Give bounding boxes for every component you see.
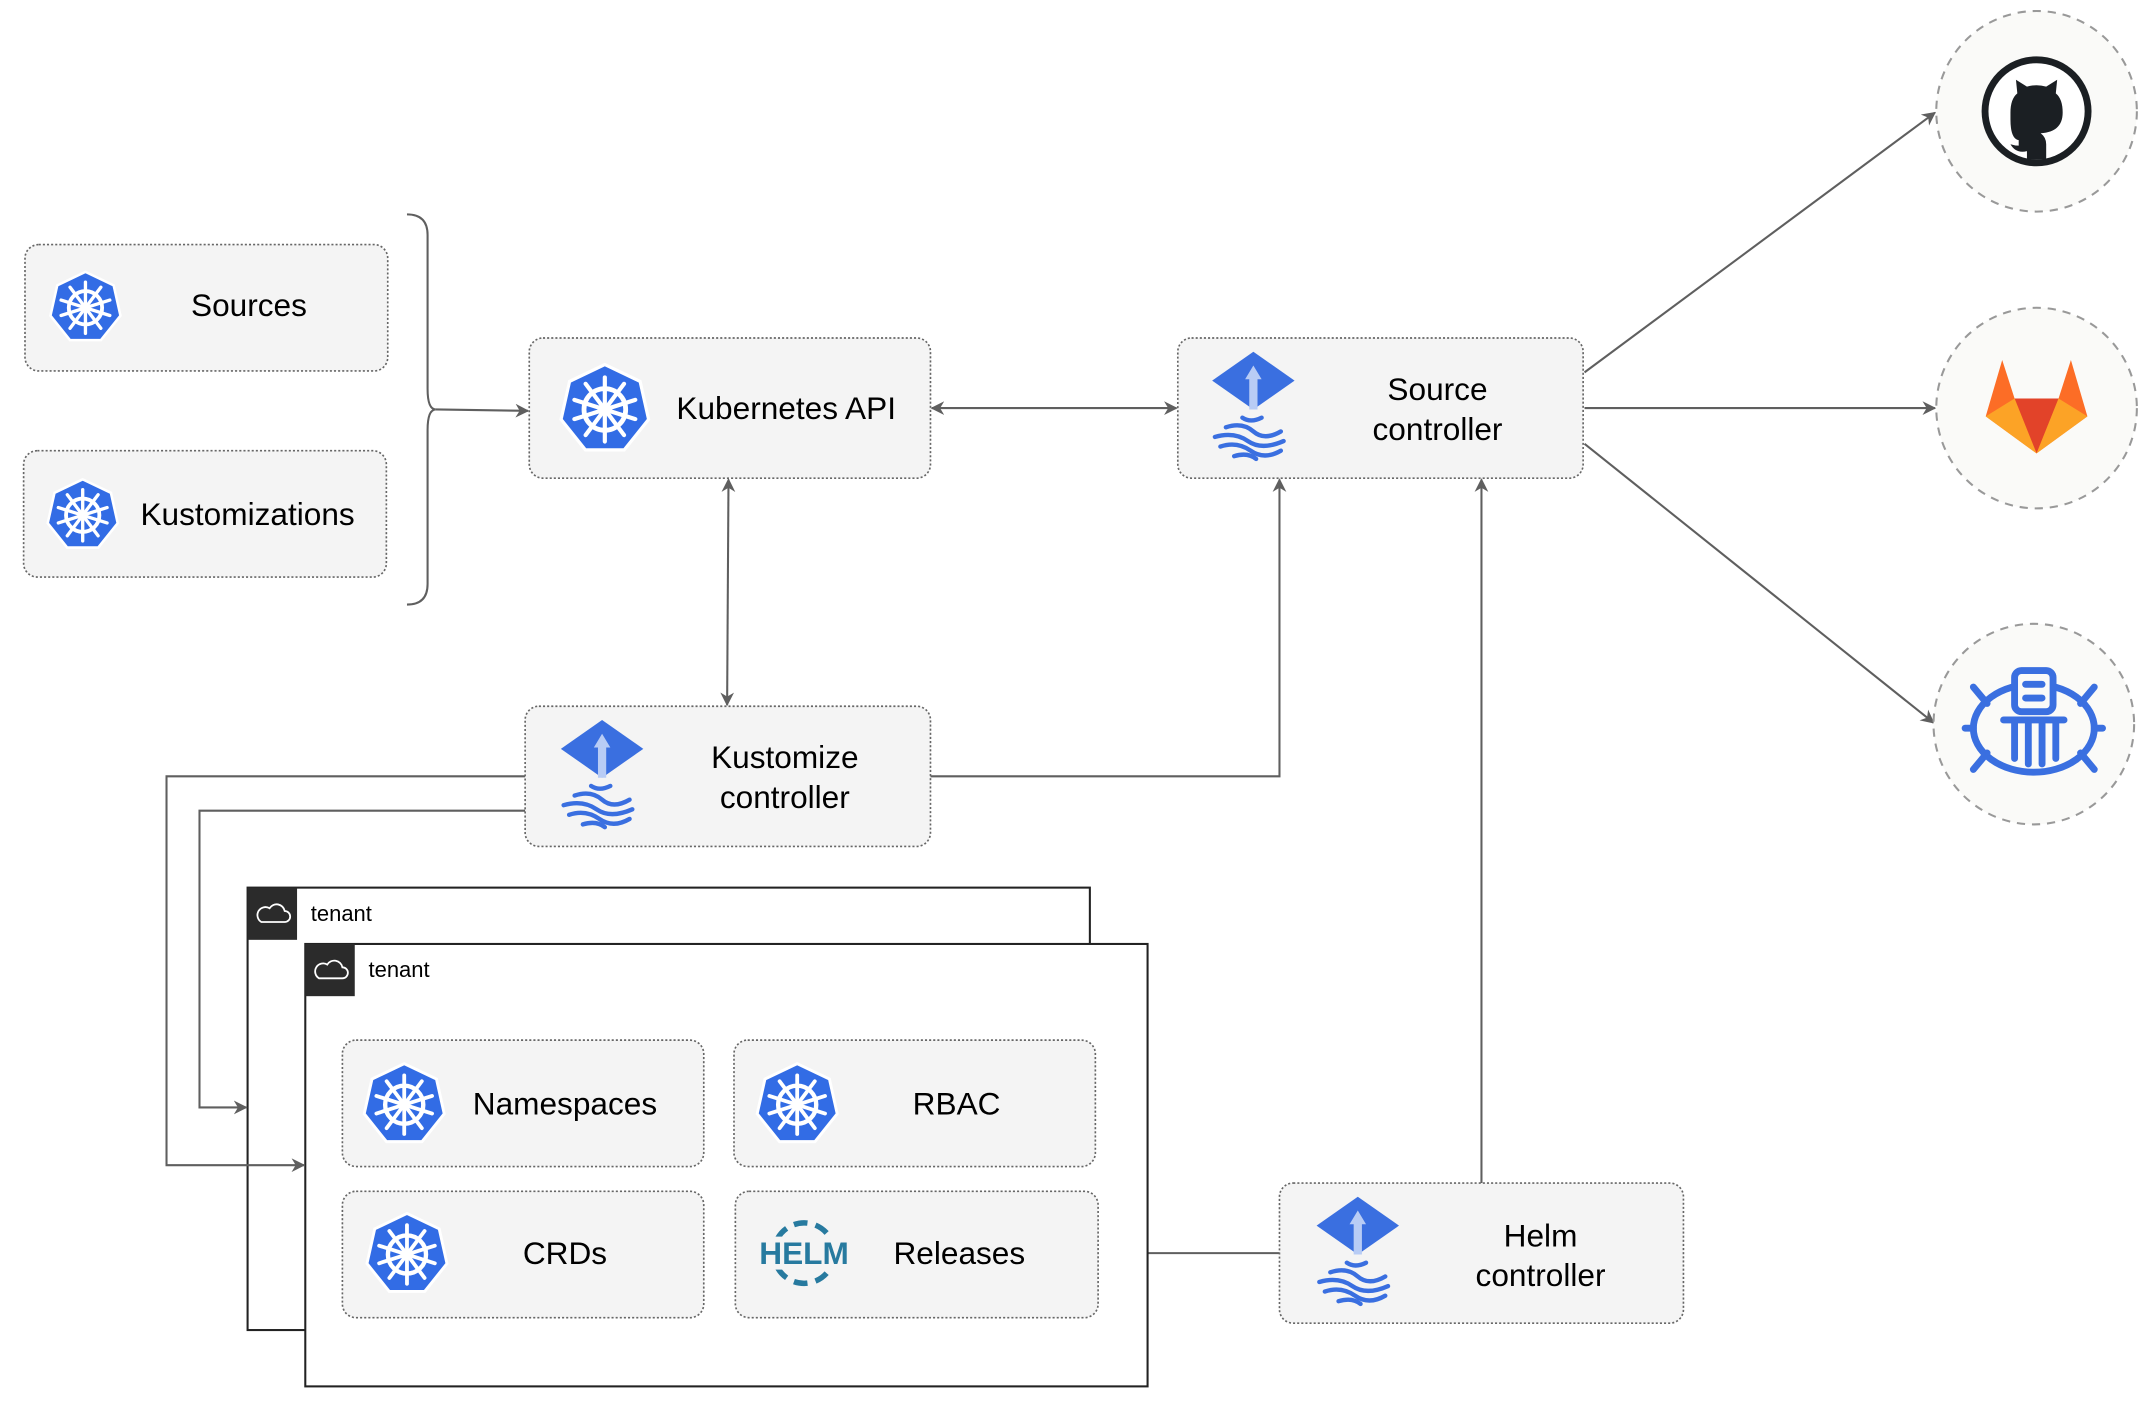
node-label: RBAC	[913, 1085, 1001, 1121]
helm-icon: HELM	[755, 1220, 853, 1287]
brace	[406, 213, 436, 606]
node-crds[interactable]: CRDs	[341, 1190, 705, 1319]
arrow-kustomize-to-tenant-back	[198, 809, 526, 1115]
node-label: Kubernetes API	[676, 390, 896, 426]
tenant-label: tenant	[311, 901, 372, 926]
github-source[interactable]	[1935, 9, 2138, 213]
node-namespaces[interactable]: Namespaces	[341, 1039, 705, 1168]
node-label: Source	[1387, 371, 1487, 407]
node-source-controller[interactable]: Source controller	[1176, 337, 1584, 479]
node-label: controller	[1476, 1257, 1606, 1293]
node-label: Releases	[893, 1235, 1025, 1271]
svg-text:HELM: HELM	[759, 1235, 849, 1271]
connectors	[406, 111, 1937, 1260]
arrow-source-to-bucket	[1583, 443, 1935, 724]
arrow-kustomize-to-tenant-front	[165, 775, 526, 1173]
arrow-kustomize-to-source	[930, 478, 1287, 778]
node-kustomizations[interactable]: Kustomizations	[22, 449, 388, 578]
node-label: Sources	[191, 287, 307, 323]
node-label: Kustomizations	[140, 496, 354, 532]
github-icon	[1981, 56, 2092, 167]
node-rbac[interactable]: RBAC	[733, 1039, 1097, 1168]
node-kubernetes-api[interactable]: Kubernetes API	[528, 337, 932, 479]
node-label: Namespaces	[473, 1085, 657, 1121]
gitlab-icon	[1985, 359, 2088, 454]
node-label: controller	[1373, 411, 1503, 447]
bucket-icon	[1961, 667, 2106, 776]
arrow-crds-to-api	[435, 403, 530, 418]
node-helm-controller[interactable]: Helm controller	[1278, 1182, 1685, 1325]
gitlab-source[interactable]	[1935, 306, 2138, 510]
node-sources[interactable]: Sources	[24, 243, 389, 372]
node-releases[interactable]: HELM Releases	[734, 1190, 1099, 1319]
cloud-icon	[256, 903, 291, 923]
cloud-icon	[314, 959, 349, 980]
tenant-label: tenant	[369, 957, 430, 982]
node-kustomize-controller[interactable]: Kustomize controller	[524, 705, 932, 848]
arrow-source-to-github	[1583, 111, 1936, 374]
node-label: Kustomize	[711, 739, 858, 775]
node-label: Helm	[1504, 1217, 1578, 1253]
node-label: controller	[720, 779, 850, 815]
bucket-source[interactable]	[1932, 622, 2136, 826]
node-label: CRDs	[523, 1235, 607, 1271]
arrow-api-kustomize-controller	[720, 478, 736, 707]
